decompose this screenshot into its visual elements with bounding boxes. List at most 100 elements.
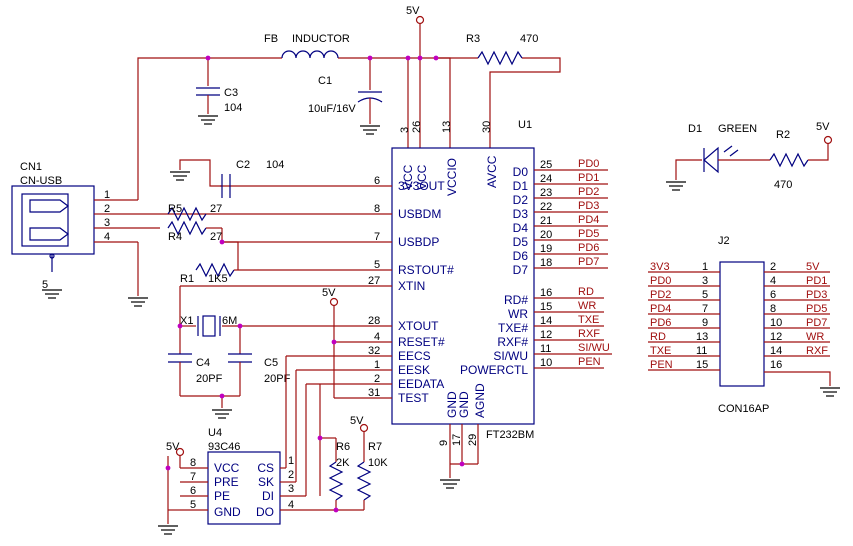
u1-pin-num: 19 (540, 243, 552, 255)
u4-pin-num: 8 (190, 457, 196, 469)
u1-pin-name: SI/WU (493, 349, 528, 363)
u1-pin-name: D3 (513, 207, 529, 221)
net-label: PD7 (578, 256, 599, 268)
u1-pin-name: TEST (398, 391, 429, 405)
u1-pin-num: 13 (441, 121, 453, 133)
u1-top-pin-numbers: 3 26 13 30 (399, 121, 493, 133)
capacitor-c3: C3 104 (196, 87, 242, 125)
vcc-5v-top-symbol: 5V (406, 5, 425, 25)
u1-pin-name: XTIN (398, 279, 425, 293)
junction-dot (205, 55, 211, 61)
junction-dot (367, 55, 373, 61)
cn1-pin-num: 1 (104, 189, 110, 201)
net-label: SI/WU (578, 342, 610, 354)
u1-pin-num: 6 (374, 175, 380, 187)
u4-pin-num: 6 (190, 485, 196, 497)
j2-pin-num: 10 (770, 317, 782, 329)
u1-pin-num: 28 (368, 315, 380, 327)
u1-pin-name: EECS (398, 349, 431, 363)
vcc-5v-u4-symbol: 5V (166, 441, 185, 457)
u4-pin-name: PE (214, 489, 230, 503)
u1-pin-name: GND (457, 391, 471, 418)
j2-pin-num: 6 (770, 289, 776, 301)
connector-cn1-usb: CN1 CN-USB 1 2 3 4 5 (11, 161, 160, 307)
net-label: PD5 (806, 303, 827, 315)
cn1-pin-num: 2 (104, 203, 110, 215)
inductor-name: INDUCTOR (292, 33, 350, 45)
net-label: TXE (650, 345, 671, 357)
u1-pin-name: USBDP (398, 235, 439, 249)
u1-pin-name: D2 (513, 193, 529, 207)
u1-pin-num: 20 (540, 229, 552, 241)
net-label: PD6 (650, 317, 671, 329)
u1-pin-num: 22 (540, 201, 552, 213)
junction-dot (219, 393, 225, 399)
r7-ref: R7 (368, 441, 382, 453)
j2-pin-num: 5 (702, 289, 708, 301)
u1-pin-num: 25 (540, 159, 552, 171)
u1-pin-name: GND (445, 391, 459, 418)
u1-pin-num: 3 (399, 127, 411, 133)
cn1-pin-num: 5 (42, 279, 48, 291)
u4-pin-num: 2 (288, 469, 294, 481)
net-label: PD2 (650, 289, 671, 301)
u1-pin-name: RD# (504, 293, 528, 307)
u4-pin-num: 5 (190, 499, 196, 511)
u1-pin-num: 8 (374, 203, 380, 215)
x1-ref: X1 (180, 315, 193, 327)
u4-ref: U4 (208, 427, 222, 439)
net-label: PD4 (578, 214, 599, 226)
r6-value: 2K (336, 457, 350, 469)
u1-pin-name: USBDM (398, 207, 441, 221)
u1-pin-num: 10 (540, 357, 552, 369)
j2-pin-num: 8 (770, 303, 776, 315)
u1-pin-name: RXF# (497, 335, 528, 349)
resistor-r6: R6 2K (320, 437, 350, 510)
u4-pin-num: 3 (288, 483, 294, 495)
vcc-5v-label: 5V (350, 415, 364, 427)
u1-pin-num: 15 (540, 301, 552, 313)
u4-pin-num: 7 (190, 471, 196, 483)
resistor-r1: R1 1K5 (180, 241, 239, 285)
j2-pin-num: 7 (702, 303, 708, 315)
resistor-r3: R3 470 (466, 33, 538, 66)
j2-pin-num: 4 (770, 275, 776, 287)
u1-pin-num: 14 (540, 315, 552, 327)
junction-dot (331, 339, 337, 345)
capacitor-c4: C4 20PF (168, 353, 223, 396)
j2-pin-num: 9 (702, 317, 708, 329)
vcc-5v-reset-symbol: 5V (322, 287, 339, 398)
u1-pin-name: D1 (513, 179, 529, 193)
r2-ref: R2 (776, 129, 790, 141)
junction-dot (219, 239, 225, 245)
u1-pin-num: 5 (374, 259, 380, 271)
net-label: PD1 (578, 172, 599, 184)
junction-dot (417, 55, 423, 61)
d1-ref: D1 (688, 123, 702, 135)
capacitor-c5: C5 20PF (180, 353, 291, 419)
u4-part: 93C46 (208, 441, 240, 453)
r6-ref: R6 (336, 441, 350, 453)
c2-value: 104 (266, 159, 284, 171)
u1-pin-name: AVCC (485, 155, 499, 188)
net-label: RXF (806, 345, 828, 357)
ic-u4-93c46: U4 93C46 VCC PRE PE GND CS SK DI DO 8 7 … (158, 427, 364, 535)
net-label: PD5 (578, 228, 599, 240)
c5-ref: C5 (264, 357, 278, 369)
net-label: PD3 (806, 289, 827, 301)
u4-pin-name: GND (214, 505, 241, 519)
u1-pin-num: 9 (438, 440, 450, 446)
j2-pin-num: 12 (770, 331, 782, 343)
net-label: WR (806, 331, 824, 343)
junction-dot (459, 461, 465, 467)
j2-pin-num: 16 (770, 359, 782, 371)
j2-pin-num: 1 (702, 261, 708, 273)
capacitor-c2: C2 104 (170, 159, 284, 198)
r1-ref: R1 (180, 273, 194, 285)
u1-part: FT232BM (486, 429, 534, 441)
u1-pin-name: VCC (415, 164, 429, 190)
c4-value: 20PF (196, 373, 223, 385)
u1-pin-num: 30 (481, 121, 493, 133)
u1-pin-name: VCC (401, 164, 415, 190)
